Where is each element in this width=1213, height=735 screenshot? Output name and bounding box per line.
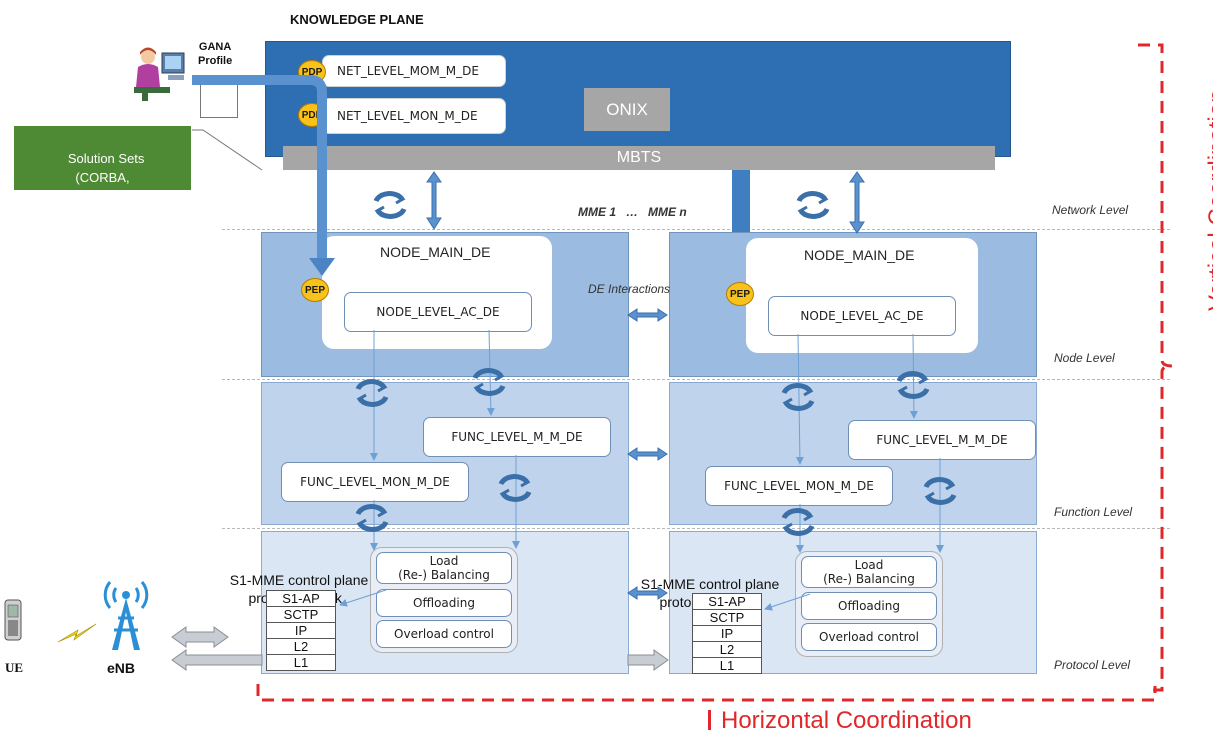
inter-node-link-arrow [627, 649, 669, 671]
enb-link-arrow-lower [171, 649, 263, 671]
network-double-arrow-left [426, 171, 442, 230]
cycle-icon [796, 191, 830, 219]
protocol-stack-left: S1-AP SCTP IP L2 L1 [266, 590, 336, 671]
cycle-icon [498, 474, 532, 502]
load-balancing-right-label: Load (Re-) Balancing [823, 558, 915, 586]
node-level-ac-de-right-label: NODE_LEVEL_AC_DE [800, 309, 924, 323]
knowledge-plane-title: KNOWLEDGE PLANE [290, 12, 424, 27]
ue-label: UE [5, 660, 24, 675]
overload-control-right: Overload control [801, 623, 937, 651]
internal-connectors [339, 329, 944, 611]
func-level-mon-m-de-right-label: FUNC_LEVEL_MON_M_DE [724, 479, 874, 493]
cycle-icon [373, 191, 407, 219]
gana-profile-text: GANA Profile [198, 41, 233, 67]
load-balancing-left-label: Load (Re-) Balancing [398, 554, 490, 582]
func-level-m-m-de-right: FUNC_LEVEL_M_M_DE [848, 420, 1036, 460]
func-level-mon-m-de-right: FUNC_LEVEL_MON_M_DE [705, 466, 893, 506]
solution-sets-box: Solution Sets (CORBA, XML,SNMP,NETCONF [14, 126, 191, 204]
overload-control-right-label: Overload control [819, 630, 919, 644]
node-main-de-left-label: NODE_MAIN_DE [380, 244, 491, 260]
cycle-icon [781, 383, 815, 411]
mbts-connector [732, 170, 750, 232]
net-level-mon-de: NET_LEVEL_MON_M_DE [322, 98, 506, 134]
horizontal-coordination-label: Horizontal Coordination [708, 707, 972, 735]
mme-label: MME 1 … MME n [578, 205, 687, 219]
enb-tower-icon [103, 581, 149, 650]
func-level-m-m-de-right-label: FUNC_LEVEL_M_M_DE [876, 433, 1008, 447]
node-level-ac-de-left-label: NODE_LEVEL_AC_DE [376, 305, 500, 319]
function-level-label: Function Level [1054, 505, 1133, 519]
gana-profile-arrowhead [309, 258, 335, 276]
mbts-bus: MBTS [283, 146, 995, 170]
onix-box: ONIX [584, 88, 670, 131]
overload-control-left: Overload control [376, 620, 512, 648]
stack-layer-l1: L1 [692, 657, 762, 674]
user-at-computer-icon [134, 47, 185, 101]
horizontal-coordination-text: Horizontal Coordination [721, 707, 972, 734]
cycle-icon [781, 508, 815, 536]
net-level-mom-de-label: NET_LEVEL_MOM_M_DE [337, 64, 479, 78]
func-level-m-m-de-left: FUNC_LEVEL_M_M_DE [423, 417, 611, 457]
net-level-mon-de-label: NET_LEVEL_MON_M_DE [337, 109, 478, 123]
gana-profile-label: GANA Profile [198, 40, 232, 68]
de-interactions-label: DE Interactions [588, 282, 671, 296]
node-main-de-right-label: NODE_MAIN_DE [804, 247, 915, 263]
de-interaction-arrow-function [627, 447, 668, 461]
cycle-icon [355, 504, 389, 532]
stack-layer-l1: L1 [266, 654, 336, 671]
offloading-right-label: Offloading [838, 599, 900, 613]
mobile-phone-icon [4, 599, 22, 641]
solution-sets-label: Solution Sets (CORBA, XML,SNMP,NETCONF [36, 151, 169, 204]
func-level-mon-m-de-left-label: FUNC_LEVEL_MON_M_DE [300, 475, 450, 489]
enb-link-arrow-upper [171, 626, 229, 648]
solution-sets-connector [192, 129, 263, 171]
vertical-coordination-bracket [1138, 43, 1173, 692]
de-interaction-arrow-protocol [627, 586, 668, 600]
protocol-level-label: Protocol Level [1054, 658, 1131, 672]
cycle-icon [923, 477, 957, 505]
offloading-right: Offloading [801, 592, 937, 620]
cycle-icon [896, 371, 930, 399]
node-level-ac-de-left: NODE_LEVEL_AC_DE [344, 292, 532, 332]
cycle-icon [472, 368, 506, 396]
gana-profile-arrow [192, 75, 327, 258]
load-balancing-left: Load (Re-) Balancing [376, 552, 512, 584]
protocol-stack-right: S1-AP SCTP IP L2 L1 [692, 593, 762, 674]
enb-label: eNB [107, 660, 136, 676]
pep-badge-left: PEP [301, 278, 329, 302]
load-balancing-right: Load (Re-) Balancing [801, 556, 937, 588]
wireless-link-icon [57, 623, 97, 643]
offloading-left: Offloading [376, 589, 512, 617]
network-level-label: Network Level [1052, 203, 1129, 217]
func-level-m-m-de-left-label: FUNC_LEVEL_M_M_DE [451, 430, 583, 444]
pep-badge-right: PEP [726, 282, 754, 306]
overload-control-left-label: Overload control [394, 627, 494, 641]
node-level-ac-de-right: NODE_LEVEL_AC_DE [768, 296, 956, 336]
function-level-separator [222, 528, 1170, 529]
network-level-separator [222, 229, 1170, 230]
horizontal-coordination-bracket [256, 684, 1157, 702]
node-level-label: Node Level [1054, 351, 1115, 365]
cycle-icon [355, 379, 389, 407]
de-interaction-arrow-node [627, 308, 668, 322]
offloading-left-label: Offloading [413, 596, 475, 610]
network-double-arrow-right [849, 171, 865, 234]
node-level-separator [222, 379, 1170, 380]
func-level-mon-m-de-left: FUNC_LEVEL_MON_M_DE [281, 462, 469, 502]
control-loop-icons [355, 191, 957, 536]
